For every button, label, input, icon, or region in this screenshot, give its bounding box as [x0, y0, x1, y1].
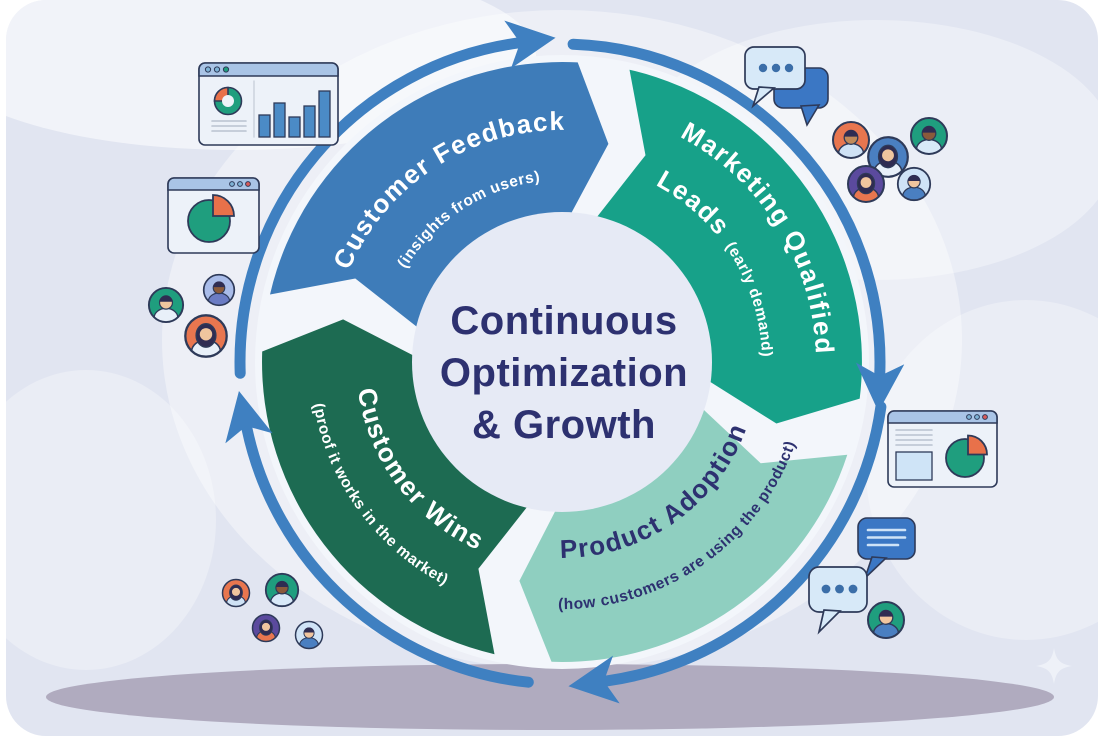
chat-message-icon [857, 517, 916, 579]
rotation-arrows [225, 20, 905, 704]
center-line-3: & Growth [472, 403, 656, 447]
center-text: Continuous Optimization & Growth [440, 299, 688, 447]
cloud-blob [6, 370, 216, 670]
center-line-1: Continuous [450, 299, 677, 343]
center-disc [412, 212, 712, 512]
chat-bubbles-bottom-right [808, 517, 916, 644]
segment-customer-feedback [270, 62, 609, 330]
chat-bubbles-icon [744, 46, 829, 127]
avatar [223, 580, 250, 611]
arrow-top-right [567, 38, 905, 412]
diagram-svg: Customer Feedback (insights from users) … [6, 0, 1098, 730]
sparkle-icon [1036, 648, 1072, 684]
segment-customer-wins [262, 319, 530, 655]
avatar [266, 574, 298, 611]
pie-window-icon [167, 177, 260, 254]
bar-chart-icon [258, 90, 331, 138]
chat-dots-icon [808, 566, 868, 635]
avatar [253, 615, 280, 646]
avatar [868, 602, 904, 644]
ground-shadow [46, 664, 1054, 730]
arrow-bottom-left [225, 391, 534, 688]
avatar [296, 622, 323, 653]
diagram-canvas: Customer Feedback (insights from users) … [6, 0, 1098, 736]
analytics-window-icon [198, 62, 339, 146]
arrow-top-left [234, 20, 556, 379]
chat-dots-icon [744, 46, 806, 109]
segment-marketing-qualified-leads [594, 69, 862, 424]
arrow-bottom-right [568, 401, 887, 704]
pie-report-window-icon [887, 410, 998, 488]
segment-product-adoption [519, 407, 848, 662]
center-line-2: Optimization [440, 351, 688, 395]
